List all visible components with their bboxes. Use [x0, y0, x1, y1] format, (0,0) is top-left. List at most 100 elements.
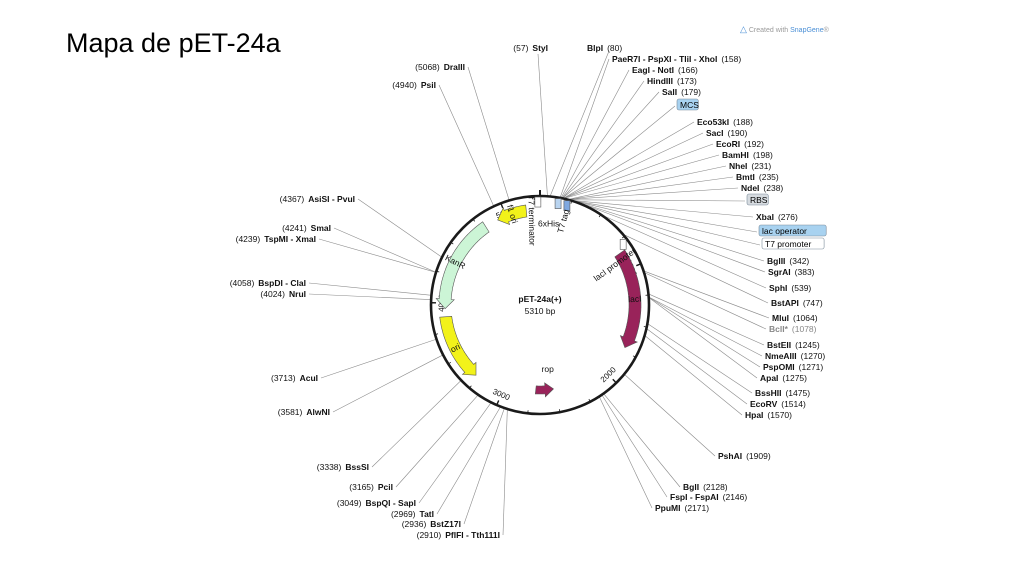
site-position: (276) [778, 212, 798, 222]
leader-line [645, 335, 743, 416]
feature-6xhis [554, 198, 562, 209]
site-position: (539) [791, 283, 811, 293]
leader-line [565, 154, 720, 199]
feature-box-rbs [746, 193, 769, 206]
site-position: (4239) [236, 234, 261, 244]
site-position: (2969) [391, 509, 416, 519]
feature-box-label: MCS [680, 100, 699, 110]
leader-line [602, 395, 668, 498]
credit-brand: SnapGene [790, 27, 824, 34]
leader-line [502, 409, 508, 536]
site-position: (342) [789, 256, 809, 266]
site-label-pshai: PshAI(1909) [718, 451, 771, 461]
site-position: (235) [759, 172, 779, 182]
tick-mark [612, 378, 617, 384]
site-position: (231) [751, 161, 771, 171]
site-label-bcli: BclI*(1078) [769, 324, 817, 334]
tick-label: 3000 [491, 387, 511, 403]
tick-mark [588, 398, 591, 402]
site-position: (57) [513, 43, 528, 53]
site-label-bspqi-sapi: (3049)BspQI - SapI [337, 498, 416, 508]
site-position: (2128) [703, 482, 728, 492]
leader-line [578, 201, 761, 246]
site-name: EagI - NotI [632, 65, 674, 75]
slide-title: Mapa de pET-24a [66, 28, 281, 58]
site-position: (383) [795, 267, 815, 277]
site-position: (1275) [782, 373, 807, 383]
site-label-psii: (4940)PsiI [392, 80, 436, 90]
site-label-sgrai: SgrAI (383) [768, 267, 815, 277]
site-label-bmti: BmtI(235) [736, 172, 779, 182]
leader-line [599, 397, 653, 509]
site-position: (1909) [746, 451, 771, 461]
site-position: (747) [803, 298, 823, 308]
site-name: ApaI [760, 373, 778, 383]
leader-line [605, 216, 767, 289]
tick-mark [621, 235, 625, 239]
leader-line [395, 395, 478, 488]
feature-label-6xhis: 6xHis [538, 219, 559, 229]
site-label-sali: SalI(179) [662, 87, 701, 97]
leader-line [332, 355, 443, 413]
site-name: NheI [729, 161, 747, 171]
site-position: (4367) [280, 194, 305, 204]
site-position: (2936) [402, 519, 427, 529]
leader-line [562, 80, 645, 198]
site-name: BlpI [587, 43, 603, 53]
site-position: (179) [681, 87, 701, 97]
site-label-bsssi: (3338)BssSI [317, 462, 369, 472]
tick-mark [558, 409, 561, 413]
site-name: NdeI [741, 183, 759, 193]
site-label-bsshii: BssHII(1475) [755, 388, 810, 398]
site-name: BstZ17I [430, 519, 461, 529]
site-position: (1570) [767, 410, 792, 420]
tick-mark [436, 270, 440, 273]
leader-line [624, 374, 716, 457]
site-name: TspMI - XmaI [264, 234, 316, 244]
site-position: (80) [607, 43, 622, 53]
feature-label-t7-terminator: T7 terminator [526, 195, 537, 246]
tick-mark [598, 214, 602, 218]
site-label-sphi: SphI(539) [769, 283, 811, 293]
tick-mark [632, 355, 636, 358]
site-label-asisi-pvui: (4367)AsiSI - PvuI [280, 194, 355, 204]
leader-line [649, 297, 761, 368]
site-label-paer7i-pspxi-tlii-xhoi: PaeR7I - PspXI - TliI - XhoI(158) [612, 54, 741, 64]
site-label-tati: (2969)TatI [391, 509, 434, 519]
site-name: BspQI - SapI [365, 498, 416, 508]
leader-line [575, 200, 754, 218]
feature-box-mcs [676, 98, 699, 111]
leader-line [564, 121, 695, 198]
leader-line [569, 165, 727, 200]
leader-line [561, 69, 630, 198]
site-label-blpi: BlpI (80) [587, 43, 622, 53]
site-labels: BlpI (80)PaeR7I - PspXI - TliI - XhoI(158… [230, 43, 827, 540]
tick-mark [643, 326, 647, 328]
site-label-ndei: NdeI(238) [741, 183, 783, 193]
site-position: (166) [678, 65, 698, 75]
site-position: (3713) [271, 373, 296, 383]
site-name: NmeAIII [765, 351, 797, 361]
leader-line [644, 271, 770, 319]
leader-line [467, 66, 510, 200]
site-position: (1475) [785, 388, 810, 398]
site-name: BssSI [345, 462, 369, 472]
site-name: BstAPI [771, 298, 799, 308]
leader-line [563, 105, 676, 198]
site-label-tspmi-xmai: (4239)TspMI - XmaI [236, 234, 316, 244]
site-position: (2171) [685, 503, 710, 513]
site-name: SgrAI [768, 267, 791, 277]
site-label-bglii: BglII(342) [767, 256, 809, 266]
site-name: HindIII [647, 76, 673, 86]
feature-label-ori: ori [449, 341, 462, 354]
tick-mark [434, 333, 439, 335]
site-name: AcuI [300, 373, 318, 383]
leader-line [570, 176, 734, 200]
feature-label-laci: lacI [628, 294, 642, 305]
tick-mark [500, 203, 504, 209]
site-label-fspi-fspai: FspI - FspAI(2146) [670, 492, 747, 502]
site-name: FspI - FspAI [670, 492, 719, 502]
site-position: (198) [753, 150, 773, 160]
feature-box-t7-promoter [761, 237, 825, 250]
